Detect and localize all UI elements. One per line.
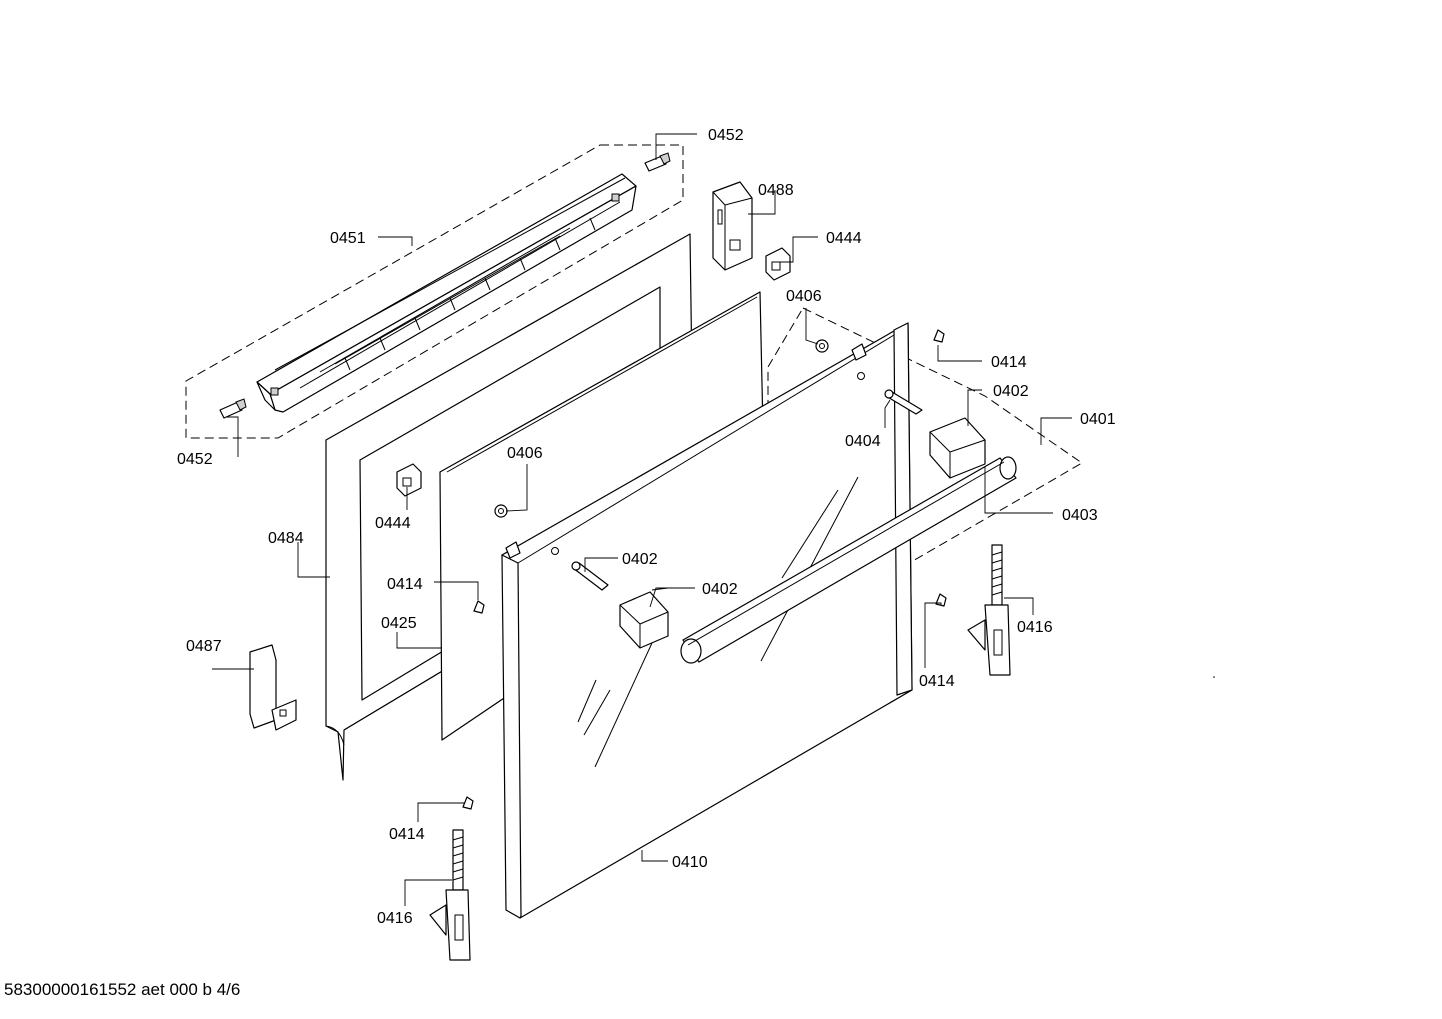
- label-0401: 0401: [1080, 411, 1116, 428]
- label-0416-left: 0416: [377, 910, 413, 927]
- hinge-left: [429, 829, 471, 961]
- label-0452-left: 0452: [177, 451, 213, 468]
- holder-upper: [765, 247, 791, 281]
- label-0416-right: 0416: [1017, 619, 1053, 636]
- handle-shaft-right: [884, 389, 923, 415]
- label-0410: 0410: [672, 854, 708, 871]
- hinge-right: [967, 544, 1011, 676]
- bushing-left: [494, 504, 508, 518]
- pin-top-right: [644, 152, 671, 172]
- front-door-glass: [501, 322, 913, 919]
- label-0414-mid-left: 0414: [387, 576, 423, 593]
- label-0414-bottom: 0414: [389, 826, 425, 843]
- document-id-footer: 58300000161552 aet 000 b 4/6: [4, 980, 241, 999]
- label-0406-right: 0406: [786, 288, 822, 305]
- bracket-lower: [249, 644, 297, 731]
- label-0404: 0404: [845, 433, 881, 450]
- label-0487: 0487: [186, 638, 222, 655]
- bushing-right: [815, 339, 829, 353]
- top-trim-strip: [256, 173, 637, 413]
- label-0444-right: 0444: [826, 230, 862, 247]
- label-0403: 0403: [1062, 507, 1098, 524]
- label-0414-mid-right: 0414: [919, 673, 955, 690]
- label-0452-top: 0452: [708, 127, 744, 144]
- pin-left: [219, 398, 247, 419]
- part-labels: 0452 0488 0451 0444 0406 0414 0402 0401 …: [177, 127, 1116, 927]
- clip-top-right: [933, 329, 945, 343]
- assembly-boundary-top-trim: [185, 144, 684, 439]
- label-0414-top-right: 0414: [991, 354, 1027, 371]
- label-0488: 0488: [758, 182, 794, 199]
- door-handle-bar: [680, 456, 1017, 664]
- holder-lower: [396, 463, 422, 497]
- leader-lines: [212, 133, 1072, 906]
- handle-end-cap-right: [929, 417, 986, 479]
- handle-shaft-left: [571, 561, 609, 591]
- label-0402-mid: 0402: [622, 551, 658, 568]
- handle-end-cap-left: [619, 591, 669, 649]
- label-0444-left: 0444: [375, 515, 411, 532]
- label-0484: 0484: [268, 530, 304, 547]
- bracket-upper: [712, 181, 753, 271]
- label-0402-right: 0402: [993, 383, 1029, 400]
- clip-mid-left: [473, 600, 485, 614]
- label-0425: 0425: [381, 615, 417, 632]
- clip-bottom: [462, 796, 474, 810]
- label-0406-left: 0406: [507, 445, 543, 462]
- label-0451: 0451: [330, 230, 366, 247]
- label-0402-lower: 0402: [702, 581, 738, 598]
